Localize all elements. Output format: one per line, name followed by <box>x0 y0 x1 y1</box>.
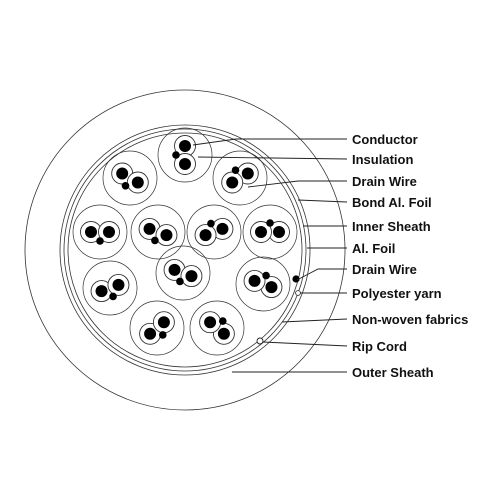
pair-shield <box>242 204 298 260</box>
polyester-yarn <box>295 290 301 296</box>
conductor <box>179 140 191 152</box>
label-conductor: Conductor <box>352 132 418 147</box>
pair-4 <box>72 204 128 260</box>
label-al-foil: Al. Foil <box>352 241 395 256</box>
pair-2 <box>102 150 158 206</box>
conductor <box>95 285 108 298</box>
non-woven-fabric-ring <box>67 132 303 368</box>
conductor <box>216 222 229 235</box>
conductor <box>255 226 267 238</box>
pair-drain-wire <box>121 181 130 190</box>
pair-1 <box>157 127 213 183</box>
conductor <box>273 226 285 238</box>
label-bond-al-foil: Bond Al. Foil <box>352 195 432 210</box>
conductor <box>185 270 198 283</box>
conductor <box>112 278 125 291</box>
leader-insulation <box>197 156 348 160</box>
pair-11 <box>129 300 185 356</box>
conductor <box>241 167 254 180</box>
pair-shield <box>129 300 185 356</box>
pair-6 <box>186 204 242 260</box>
pair-shield <box>186 204 242 260</box>
pair-drain-wire <box>172 151 180 159</box>
pair-drain-wire <box>266 219 274 227</box>
al-foil-ring <box>63 128 307 372</box>
label-insulation: Insulation <box>352 152 413 167</box>
overall-drain-wire <box>292 275 300 283</box>
conductor <box>179 158 191 170</box>
pair-shield <box>72 204 128 260</box>
conductor <box>217 327 230 340</box>
pair-shield <box>102 150 158 206</box>
conductor <box>143 222 156 235</box>
inner-sheath-ring <box>59 124 311 376</box>
pair-drain-wire <box>262 271 270 280</box>
pair-drain-wire <box>109 292 117 301</box>
labels: Conductor Insulation Drain Wire Bond Al.… <box>352 132 468 380</box>
leader-conductor <box>192 138 347 146</box>
pair-5 <box>130 204 186 260</box>
pair-drain-wire <box>207 219 215 228</box>
conductor <box>226 176 239 189</box>
leader-drain-wire-1 <box>247 180 347 188</box>
conductor <box>248 274 261 287</box>
pair-7 <box>242 204 298 260</box>
pair-drain-wire <box>96 237 104 245</box>
pair-shield <box>212 150 268 206</box>
pair-shield <box>130 204 186 260</box>
leader-non-woven-fabrics <box>281 318 348 323</box>
label-drain-wire-1: Drain Wire <box>352 174 417 189</box>
conductor <box>204 316 217 329</box>
pair-shield <box>155 245 211 301</box>
pair-9 <box>82 260 138 316</box>
conductor <box>103 226 115 238</box>
conductor <box>157 316 170 329</box>
conductor <box>116 167 129 180</box>
pair-3 <box>212 150 268 206</box>
label-non-woven-fabrics: Non-woven fabrics <box>352 312 468 327</box>
pair-drain-wire <box>151 236 159 245</box>
conductor <box>265 281 278 294</box>
label-outer-sheath: Outer Sheath <box>352 365 434 380</box>
conductor <box>85 226 97 238</box>
pair-drain-wire <box>158 331 167 339</box>
label-polyester-yarn: Polyester yarn <box>352 286 442 301</box>
outer-sheath-ring <box>24 89 346 411</box>
pair-10 <box>235 256 291 312</box>
leader-drain-wire-2 <box>296 268 347 281</box>
label-inner-sheath: Inner Sheath <box>352 219 431 234</box>
leader-bond-al-foil <box>297 199 348 203</box>
label-rip-cord: Rip Cord <box>352 339 407 354</box>
pair-shield <box>235 256 291 312</box>
pair-12 <box>189 300 245 356</box>
leader-lines <box>192 138 348 373</box>
pairs-group <box>72 127 298 356</box>
conductor <box>144 327 157 340</box>
conductor <box>160 229 173 242</box>
conductor <box>168 263 181 276</box>
pair-8 <box>155 245 211 301</box>
conductor <box>131 176 144 189</box>
pair-shield <box>82 260 138 316</box>
pair-shield <box>157 127 213 183</box>
pair-drain-wire <box>176 277 184 286</box>
pair-shield <box>189 300 245 356</box>
pair-drain-wire <box>231 166 240 175</box>
leader-rip-cord <box>262 341 348 347</box>
conductor <box>199 229 212 242</box>
label-drain-wire-2: Drain Wire <box>352 262 417 277</box>
rip-cord <box>256 337 264 345</box>
pair-drain-wire <box>218 317 227 325</box>
